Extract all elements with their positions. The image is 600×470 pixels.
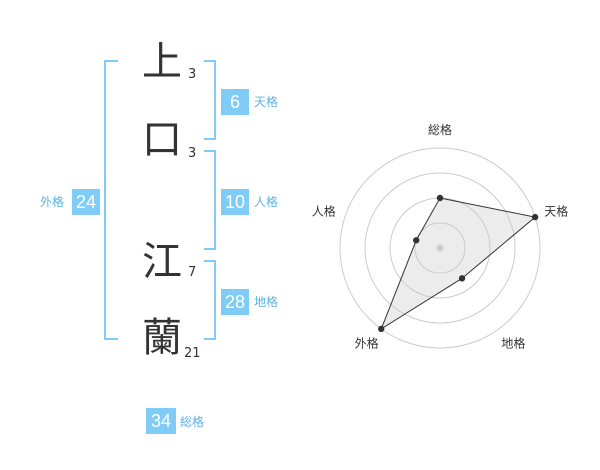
chikaku-value-box: 28: [221, 289, 249, 315]
radar-center-dot: [436, 244, 444, 252]
jinkaku-label: 人格: [254, 195, 279, 209]
tenkaku-value-box: 6: [221, 89, 249, 115]
stroke-count-3: 7: [188, 265, 197, 280]
gaikaku-bracket: [104, 60, 118, 340]
radar-point-1: [436, 194, 444, 202]
stroke-count-4: 21: [184, 346, 201, 361]
name-char-2: 口: [142, 117, 182, 163]
name-char-3: 江: [142, 239, 182, 285]
gaikaku-value-box: 24: [72, 189, 100, 215]
name-char-4: 蘭: [142, 315, 182, 361]
chikaku-bracket: [204, 260, 216, 340]
soukaku-value-box: 34: [146, 408, 176, 434]
jinkaku-value-box: 10: [221, 189, 249, 215]
radar-axis-label-1: 総格: [428, 122, 452, 137]
stroke-count-1: 3: [188, 67, 197, 82]
soukaku-label: 総格: [180, 415, 205, 429]
radar-axis-label-5: 人格: [312, 204, 336, 219]
stroke-count-2: 3: [188, 146, 197, 161]
radar-grid-circle-3: [364, 172, 516, 324]
radar-data-area: [380, 197, 537, 331]
radar-grid-circle-1: [414, 222, 466, 274]
name-char-1: 上: [142, 39, 182, 85]
radar-axis-label-4: 外格: [355, 335, 379, 350]
radar-point-4: [378, 325, 385, 333]
tenkaku-label: 天格: [254, 95, 279, 109]
radar-axis-label-2: 天格: [544, 204, 568, 219]
radar-point-2: [531, 213, 539, 221]
jinkaku-bracket: [204, 150, 216, 250]
gaikaku-label: 外格: [40, 195, 65, 209]
radar-point-3: [458, 275, 466, 282]
radar-point-5: [413, 237, 420, 244]
radar-axis-label-3: 地格: [501, 335, 525, 350]
chikaku-label: 地格: [254, 295, 279, 309]
tenkaku-bracket: [204, 60, 216, 140]
radar-grid-circle-4: [339, 147, 541, 349]
